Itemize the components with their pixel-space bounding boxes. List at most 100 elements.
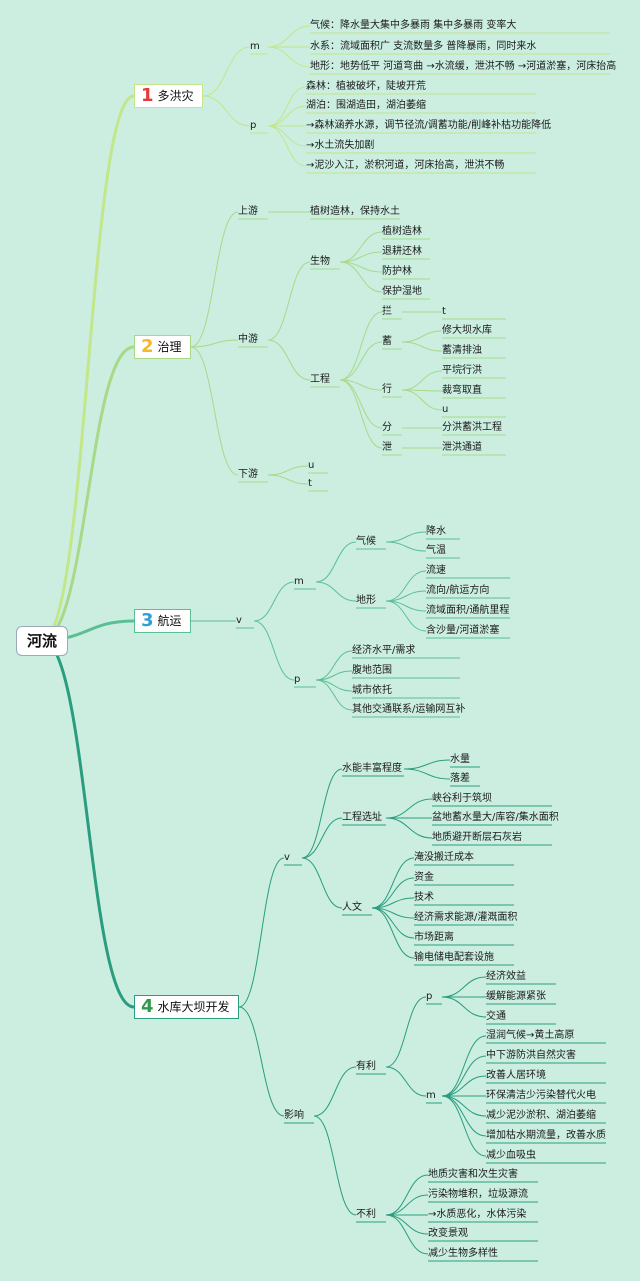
b2-eng-sub: 泄 xyxy=(382,442,392,453)
b4-good-p-connector xyxy=(385,996,427,1068)
b1-m-item-connector xyxy=(267,46,311,68)
b2-bio-item: 退耕还林 xyxy=(382,246,422,257)
b1-m-item: 水系：流域面积广 支流数量多 普降暴雨，同时来水 xyxy=(310,41,537,52)
topic-label: 水库大坝开发 xyxy=(157,1000,230,1014)
b3-terrain-item-connector xyxy=(385,590,427,602)
b1-p-item-connector xyxy=(267,125,307,167)
b4-bad-item-connector xyxy=(385,1174,429,1216)
b2-upstream: 上游 xyxy=(238,206,258,217)
b4-good-m: m xyxy=(426,1090,436,1101)
b4-good-p-item: 经济效益 xyxy=(486,971,526,982)
b2-downstream-item-connector xyxy=(267,474,309,485)
b3-terrain-connector xyxy=(315,581,357,602)
b1-p-item: →森林涵养水源，调节径流/调蓄功能/削峰补枯功能降低 xyxy=(306,120,552,131)
topic-number: 1 xyxy=(141,85,154,106)
b1-m-item-connector xyxy=(267,25,311,48)
b2-downstream: 下游 xyxy=(238,469,258,480)
b2-downstream-connector xyxy=(190,346,239,476)
b4-human-item-connector xyxy=(371,877,415,909)
b1-m-item: 地形：地势低平 河道弯曲 →水流缓，泄洪不畅 →河道淤塞，河床抬高 xyxy=(310,61,617,72)
b2-bio: 生物 xyxy=(310,256,330,267)
b2-eng-item: 修大坝水库 xyxy=(442,325,492,336)
b2-eng-item: 蓄清排浊 xyxy=(442,345,482,356)
b4-bad: 不利 xyxy=(356,1209,376,1220)
b3-climate: 气候 xyxy=(356,536,376,547)
b4-human-item: 输电储电配套设施 xyxy=(414,952,494,963)
b4-good-m-item-connector xyxy=(441,1035,487,1097)
b2-eng-sub: 分 xyxy=(382,422,392,433)
b4-bad-item: 改变景观 xyxy=(428,1228,468,1239)
b1-p-item: →水土流失加剧 xyxy=(306,140,375,151)
b4-water-item-connector xyxy=(403,759,451,770)
b2-eng-item: 平垸行洪 xyxy=(442,365,482,376)
b2-eng-connector xyxy=(267,339,311,381)
b2-eng-item: 泄洪通道 xyxy=(442,442,482,453)
b4-human-item: 经济需求能源/灌溉面积 xyxy=(414,912,518,923)
topic-number: 4 xyxy=(141,996,154,1017)
b2-bio-item-connector xyxy=(339,251,383,263)
b4-good-m-item-connector xyxy=(441,1055,487,1097)
b4-site-item-connector xyxy=(385,817,433,839)
b2-midstream: 中游 xyxy=(238,334,258,345)
b1-p-item: 湖泊：围湖造田，湖泊萎缩 xyxy=(306,100,426,111)
b4-human-item: 资金 xyxy=(414,872,434,883)
b3-p-item-connector xyxy=(315,650,353,681)
b4-bad-item: →水质恶化，水体污染 xyxy=(428,1209,527,1220)
b2-downstream-item-connector xyxy=(267,465,309,476)
b3-terrain: 地形 xyxy=(356,595,376,606)
b4-site-item-connector xyxy=(385,798,433,819)
b3-climate-item: 降水 xyxy=(426,526,446,537)
b2-eng-sub-connector xyxy=(339,379,383,449)
b4-human-connector xyxy=(301,857,343,909)
root-topic: 河流 xyxy=(16,626,68,656)
b4-site-item: 峡谷利于筑坝 xyxy=(432,793,492,804)
b4-bad-item: 减少生物多样性 xyxy=(428,1248,498,1259)
b1-p-item-connector xyxy=(267,86,307,127)
b2-eng-item: 分洪蓄洪工程 xyxy=(442,422,502,433)
b4-human-item-connector xyxy=(371,857,415,909)
b4-bad-item: 地质灾害和次生灾害 xyxy=(428,1169,518,1180)
b2-bio-item: 植树造林 xyxy=(382,226,422,237)
b4-good-m-item: 中下游防洪自然灾害 xyxy=(486,1050,576,1061)
b4-good-p-item: 交通 xyxy=(486,1011,506,1022)
b4-human-item: 市场距离 xyxy=(414,932,454,943)
b4-bad-item-connector xyxy=(385,1214,429,1235)
b1-m: m xyxy=(250,41,260,52)
b3-p-connector xyxy=(253,620,295,681)
b2-eng-sub: 蓄 xyxy=(382,336,392,347)
b3-m: m xyxy=(294,576,304,587)
b4-site-item: 地质避开断层石灰岩 xyxy=(432,832,522,843)
b4-site: 工程选址 xyxy=(342,812,382,823)
b3-m-connector xyxy=(253,581,295,622)
b2-eng-sub: 拦 xyxy=(382,306,392,317)
b4-good-m-item: 改善人居环境 xyxy=(486,1070,546,1081)
b2-eng-sub-connector xyxy=(339,341,383,381)
b3-p: p xyxy=(294,674,301,685)
b2-eng-item: t xyxy=(442,306,446,317)
b3-p-item: 其他交通联系/运输网互补 xyxy=(352,704,466,715)
b4-human-item-connector xyxy=(371,907,415,959)
b4-v: v xyxy=(284,852,290,863)
b2-bio-item-connector xyxy=(339,261,383,293)
b4-bad-item-connector xyxy=(385,1194,429,1216)
b4-human: 人文 xyxy=(342,902,362,913)
b4-v-connector xyxy=(238,857,285,1008)
topic-label: 治理 xyxy=(157,340,182,354)
b1-p-connector xyxy=(202,95,251,127)
branch-4-connector xyxy=(41,638,135,1009)
b4-good-m-item: 减少泥沙淤积、湖泊萎缩 xyxy=(486,1110,596,1121)
b3-p-item: 城市依托 xyxy=(352,685,392,696)
b2-eng-sub-connector xyxy=(339,379,383,429)
b4-good-p-item-connector xyxy=(441,996,487,1018)
b1-p-item-connector xyxy=(267,105,307,127)
b1-p-item: →泥沙入江，淤积河道，河床抬高，泄洪不畅 xyxy=(306,160,505,171)
b2-eng: 工程 xyxy=(310,374,330,385)
b4-good-m-item: 湿润气候→黄土高原 xyxy=(486,1030,575,1041)
branch-1-connector xyxy=(41,94,135,642)
b1-m-connector xyxy=(202,46,251,97)
b4-bad-item: 污染物堆积，垃圾源流 xyxy=(428,1189,528,1200)
